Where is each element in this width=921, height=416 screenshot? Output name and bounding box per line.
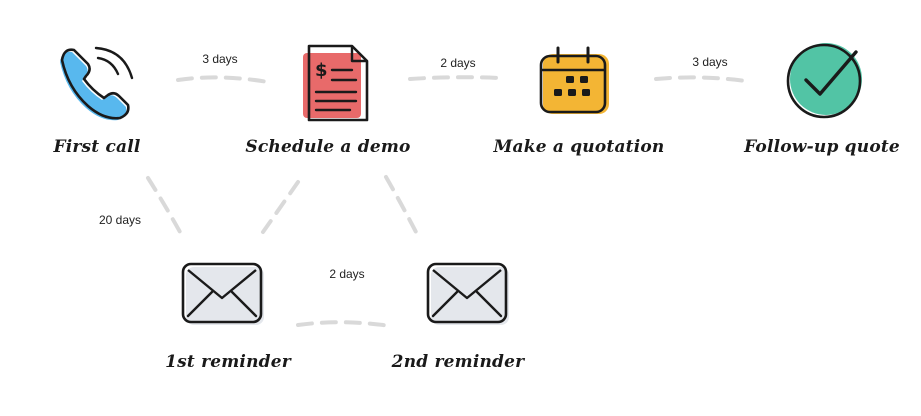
calendar-icon — [539, 46, 609, 114]
connector-quotation-followup — [654, 75, 748, 83]
node-label-schedule-demo: Schedule a demo — [245, 137, 411, 157]
node-label-reminder-1: 1st reminder — [165, 352, 291, 372]
invoice-document-icon: $ — [303, 44, 369, 122]
edge-label-call-reminder1: 20 days — [98, 213, 142, 227]
connector-reminder1-reminder2 — [296, 320, 392, 328]
node-label-first-call: First call — [53, 137, 141, 157]
envelope-icon — [181, 262, 264, 325]
checkmark-circle-icon — [786, 43, 862, 119]
edge-label-call-demo: 3 days — [202, 52, 238, 66]
node-label-follow-up-quote: Follow-up quote — [744, 137, 900, 157]
connector-demo-reminder1 — [261, 180, 300, 234]
connector-demo-reminder2 — [384, 175, 418, 234]
node-label-reminder-2: 2nd reminder — [391, 352, 525, 372]
connector-demo-quotation — [408, 75, 502, 81]
svg-text:$: $ — [315, 60, 328, 81]
envelope-icon — [426, 262, 509, 325]
edge-label-reminder1-reminder2: 2 days — [329, 267, 365, 281]
connector-call-reminder1 — [146, 176, 182, 234]
edge-label-quotation-followup: 3 days — [692, 55, 728, 69]
node-label-make-quotation: Make a quotation — [493, 137, 665, 157]
phone-icon — [60, 46, 134, 121]
edge-label-demo-quotation: 2 days — [440, 56, 476, 70]
connector-call-demo — [176, 75, 270, 84]
